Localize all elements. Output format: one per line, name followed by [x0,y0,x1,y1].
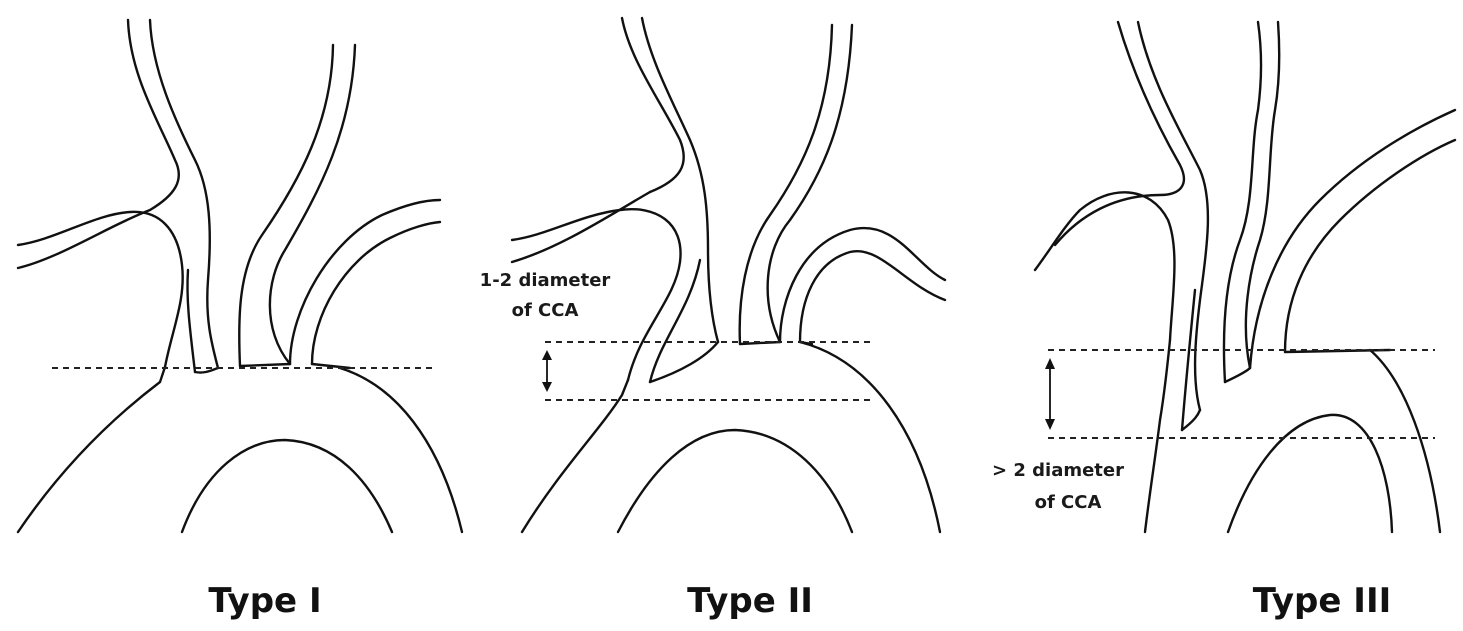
type-1-rcca-right [150,20,218,368]
type-2-arch-roof [650,342,812,382]
type-3-arrow-head-up [1045,358,1055,369]
type-1-arch-outer [18,367,462,532]
type-3-arch-roof [1182,350,1390,430]
type-3-brachiocephalic-left-wall [1035,192,1174,340]
type-3-arch-inner [1228,415,1392,532]
type-3-brachiocephalic-right-wall [1182,290,1195,430]
type-1-panel: Type I [18,20,462,621]
type-2-arrow-head-up [542,350,552,360]
type-1-lcca-left [239,45,333,366]
type-3-lsa-right [1285,140,1455,352]
type-1-arch-inner [182,440,392,532]
type-2-annotation-line-1: 1-2 diameter [480,270,611,291]
type-2-rcca-right [642,18,718,342]
type-2-annotation-line-2: of CCA [512,300,579,321]
type-3-annotation-line-2: of CCA [1035,492,1102,513]
type-3-subclavian-lower [1055,22,1184,245]
type-2-lsa-left [780,228,945,342]
type-2-arch-outer [522,342,940,532]
type-2-panel: 1-2 diameter of CCA Type II [480,18,945,621]
type-2-lcca-left [740,25,832,344]
type-1-label: Type I [208,581,321,621]
type-3-annotation-line-1: > 2 diameter [992,460,1124,481]
type-1-lsa-left [290,200,440,364]
type-2-brachiocephalic-left-wall [512,209,681,380]
type-1-brachiocephalic-left-wall [18,212,183,367]
type-2-arrow-head-down [542,382,552,392]
type-3-rcca-right [1138,22,1208,410]
type-1-lsa-right [312,222,440,364]
type-2-lcca-right [768,25,852,342]
type-1-brachiocephalic-right-wall [187,270,195,372]
type-1-subclavian-lower [18,210,150,268]
type-3-arrow-head-down [1045,419,1055,430]
type-2-subclavian-lower [512,192,650,262]
type-3-panel: > 2 diameter of CCA Type III [992,22,1455,621]
type-2-arch-inner [618,430,852,532]
type-3-arch-outer [1145,340,1440,532]
type-3-label: Type III [1253,581,1392,621]
type-3-lsa-left [1250,110,1455,368]
type-2-label: Type II [687,581,813,621]
